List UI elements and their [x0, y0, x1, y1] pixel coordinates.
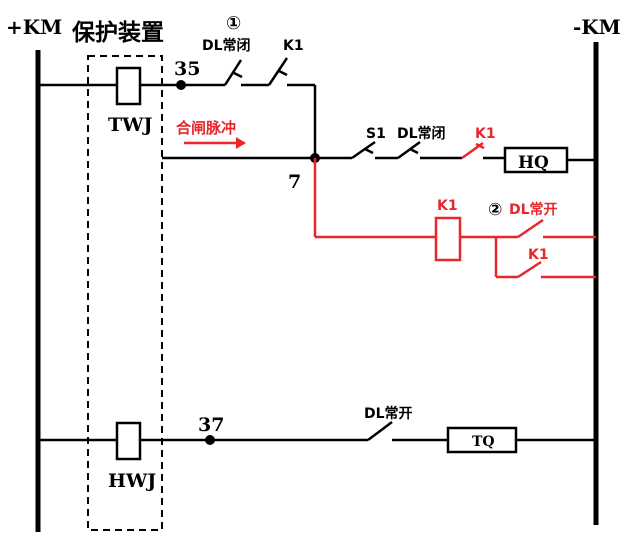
protection-device-label: 保护装置	[71, 19, 164, 46]
negative-bus-label: -KM	[573, 15, 621, 39]
k1-top-label: K1	[283, 38, 304, 54]
k1-contact-top-mark	[278, 69, 288, 77]
dl-no-red-label: DL常开	[509, 201, 558, 218]
positive-bus-label: +KM	[6, 15, 62, 39]
dl-no-contact-bottom	[367, 421, 393, 441]
k1-contact-top	[267, 57, 289, 86]
marker-two: ②	[488, 200, 502, 220]
k1-red-hold-label: K1	[528, 247, 549, 263]
hq-coil	[503, 146, 569, 174]
dl-nc-contact-mid-mark	[409, 147, 419, 155]
s1-label: S1	[366, 126, 386, 142]
twj-label: TWJ	[108, 114, 152, 136]
node-7-label: 7	[288, 171, 301, 193]
dl-no-bottom-label: DL常开	[364, 405, 413, 422]
close-pulse-label: 合闸脉冲	[175, 119, 236, 137]
node-37-label: 37	[198, 414, 224, 436]
dl-nc-contact-top	[223, 59, 243, 86]
s1-contact	[351, 140, 376, 160]
hwj-coil	[115, 421, 142, 461]
k1-coil-label: K1	[437, 198, 458, 214]
tq-label: TQ	[472, 434, 495, 450]
k1-red-contact-hold	[517, 260, 542, 279]
dl-nc-mid-label: DL常闭	[397, 125, 446, 142]
k1-red-mid-label: K1	[475, 126, 496, 142]
hq-label: HQ	[518, 153, 549, 173]
twj-coil	[115, 66, 142, 106]
k1-coil	[434, 216, 462, 262]
node-37-dot	[205, 435, 215, 445]
hwj-label: HWJ	[108, 470, 156, 492]
marker-one: ①	[226, 13, 241, 34]
protection-device-box	[87, 55, 163, 531]
node-35-label: 35	[174, 58, 200, 80]
s1-contact-mark	[364, 147, 374, 155]
k1-red-contact-mid-mark	[475, 142, 485, 150]
dl-nc-top-label: DL常闭	[202, 37, 251, 54]
dl-no-contact-red	[517, 218, 544, 239]
dl-nc-contact-mid	[397, 140, 421, 160]
dl-nc-contact-top-mark	[233, 71, 243, 79]
close-pulse-arrowhead	[236, 137, 246, 149]
